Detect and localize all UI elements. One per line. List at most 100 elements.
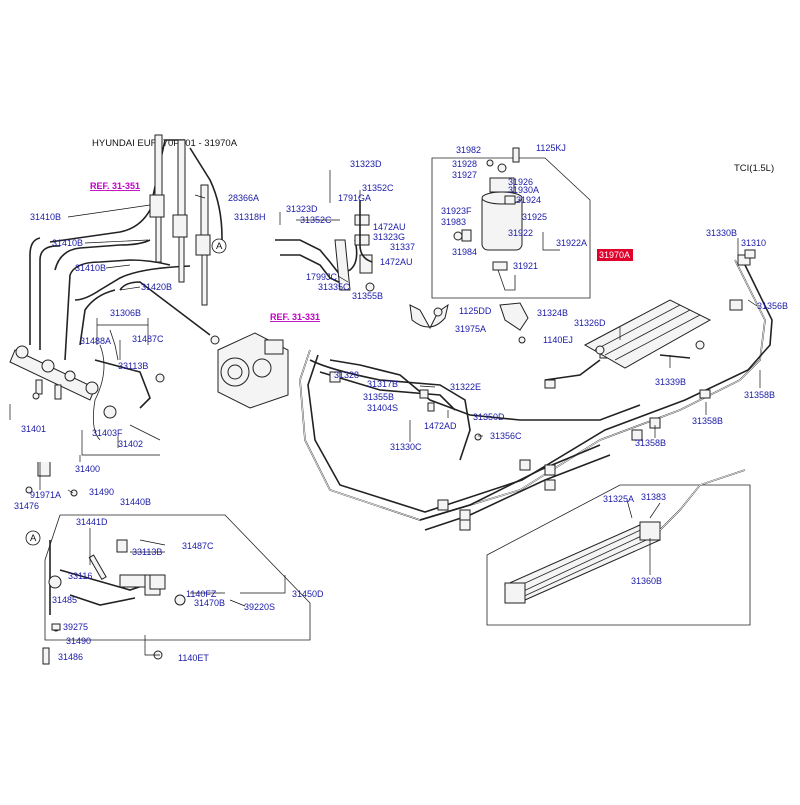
part-number-label[interactable]: 31924 [516, 195, 541, 205]
part-number-label[interactable]: 31310 [741, 238, 766, 248]
high-pressure-pump [210, 332, 289, 409]
part-number-label[interactable]: 39275 [63, 622, 88, 632]
highlight-part-box[interactable] [597, 249, 633, 261]
injector-group [9, 134, 223, 497]
part-number-label[interactable]: 31352C [300, 215, 332, 225]
left-leaders [9, 194, 206, 494]
part-number-label[interactable]: 33113B [118, 361, 148, 371]
part-number-label[interactable]: 1125DD [459, 306, 492, 316]
part-number-label[interactable]: 31983 [441, 217, 466, 227]
part-number-label[interactable]: 1472AU [380, 257, 413, 267]
part-number-label[interactable]: 31401 [21, 424, 46, 434]
part-number-label[interactable]: 39220S [244, 602, 275, 612]
fuel-feed-lines [299, 249, 773, 531]
highlight-part-label[interactable]: 31970A [599, 250, 630, 260]
part-number-label[interactable]: 31358B [744, 390, 775, 400]
part-number-label[interactable]: 31355B [363, 392, 394, 402]
part-number-label[interactable]: 31982 [456, 145, 481, 155]
part-number-label[interactable]: 31322E [450, 382, 481, 392]
part-number-label[interactable]: 31926 [508, 177, 533, 187]
svg-text:A: A [216, 241, 223, 252]
filter-hoses [275, 170, 375, 292]
part-number-label[interactable]: 31325A [603, 494, 634, 504]
part-number-label[interactable]: 1140FZ [186, 589, 217, 599]
part-number-label[interactable]: 31921 [513, 261, 538, 271]
part-number-label[interactable]: 31324B [537, 308, 568, 318]
part-number-label[interactable]: 31922 [508, 228, 533, 238]
part-number-label[interactable]: 31410B [75, 263, 106, 273]
part-number-label[interactable]: 31922A [556, 238, 587, 248]
return-line-box [42, 514, 311, 665]
part-number-label[interactable]: 1140ET [178, 653, 209, 663]
part-number-label[interactable]: 31410B [30, 212, 61, 222]
svg-text:A: A [30, 533, 37, 544]
part-number-label[interactable]: 31440B [120, 497, 151, 507]
part-number-label[interactable]: 31323D [350, 159, 382, 169]
part-number-label[interactable]: 31402 [118, 439, 143, 449]
callout-a-bottom: A [25, 530, 41, 546]
part-number-label[interactable]: 31318H [234, 212, 266, 222]
part-number-label[interactable]: 31356B [757, 301, 788, 311]
part-number-label[interactable]: 31323D [286, 204, 318, 214]
part-number-label[interactable]: 31358B [692, 416, 723, 426]
part-number-label[interactable]: 31306B [110, 308, 141, 318]
part-labels: 31410B 31410B 31410B 31420B 31306B 31488A 3148… [14, 143, 788, 663]
part-number-label[interactable]: 1472AD [424, 421, 457, 431]
part-number-label[interactable]: 31360B [631, 576, 662, 586]
part-number-label[interactable]: 31485 [52, 595, 77, 605]
fuel-filter-box [431, 147, 591, 299]
part-number-label[interactable]: 31925 [522, 212, 547, 222]
part-number-label[interactable]: 31356C [490, 431, 522, 441]
part-number-label[interactable]: 31441D [76, 517, 108, 527]
part-number-label[interactable]: 33113B [132, 547, 162, 557]
part-number-label[interactable]: 31337 [390, 242, 415, 252]
part-number-label[interactable]: 31450D [292, 589, 324, 599]
part-number-label[interactable]: 31486 [58, 652, 83, 662]
part-number-label[interactable]: 31383 [641, 492, 666, 502]
part-number-label[interactable]: 31335C [318, 282, 350, 292]
part-number-label[interactable]: 91971A [30, 490, 61, 500]
part-number-label[interactable]: 31420B [141, 282, 172, 292]
engine-variant: TCI(1.5L) [734, 163, 774, 174]
part-number-label[interactable]: 31403F [92, 428, 123, 438]
part-number-label[interactable]: 31355B [352, 291, 383, 301]
part-number-label[interactable]: 31490 [66, 636, 91, 646]
part-number-label[interactable]: 31488A [80, 336, 111, 346]
part-number-label[interactable]: 31400 [75, 464, 100, 474]
part-number-label[interactable]: 28366A [228, 193, 259, 203]
part-number-label[interactable]: 31352C [362, 183, 394, 193]
part-number-label[interactable]: 1125KJ [536, 143, 566, 153]
ref-link-31-331[interactable]: REF. 31-331 [270, 312, 320, 322]
fuel-cooler-lower [486, 469, 751, 626]
part-number-label[interactable]: 1799JC [306, 272, 338, 282]
ref-link-31-351[interactable]: REF. 31-351 [90, 181, 140, 191]
part-number-label[interactable]: 31487C [132, 334, 164, 344]
part-number-label[interactable]: 31928 [452, 159, 477, 169]
part-number-label[interactable]: 31487C [182, 541, 214, 551]
part-number-label[interactable]: 1791GA [338, 193, 371, 203]
part-number-label[interactable]: 31490 [89, 487, 114, 497]
part-number-label[interactable]: 31330C [390, 442, 422, 452]
part-number-label[interactable]: 31930A [508, 185, 539, 195]
part-number-label[interactable]: 31328 [334, 370, 359, 380]
right-leaders [409, 238, 761, 575]
part-number-label[interactable]: 31410B [52, 238, 83, 248]
part-number-label[interactable]: 31323G [373, 232, 405, 242]
part-number-label[interactable]: 31404S [367, 403, 398, 413]
part-number-label[interactable]: 31330B [706, 228, 737, 238]
part-number-label[interactable]: 31470B [194, 598, 225, 608]
part-number-label[interactable]: 31350D [473, 412, 505, 422]
part-number-label[interactable]: 31975A [455, 324, 486, 334]
part-number-label[interactable]: 33116 [68, 571, 92, 581]
part-number-label[interactable]: 31339B [655, 377, 686, 387]
part-number-label[interactable]: 31317B [367, 379, 398, 389]
part-number-label[interactable]: 31984 [452, 247, 477, 257]
part-number-label[interactable]: 1140EJ [543, 335, 573, 345]
part-number-label[interactable]: 31923F [441, 206, 472, 216]
part-number-label[interactable]: 31358B [635, 438, 666, 448]
part-number-label[interactable]: 31927 [452, 170, 477, 180]
part-number-label[interactable]: 31326D [574, 318, 606, 328]
part-number-label[interactable]: 1472AU [373, 222, 406, 232]
part-number-label[interactable]: 31476 [14, 501, 39, 511]
